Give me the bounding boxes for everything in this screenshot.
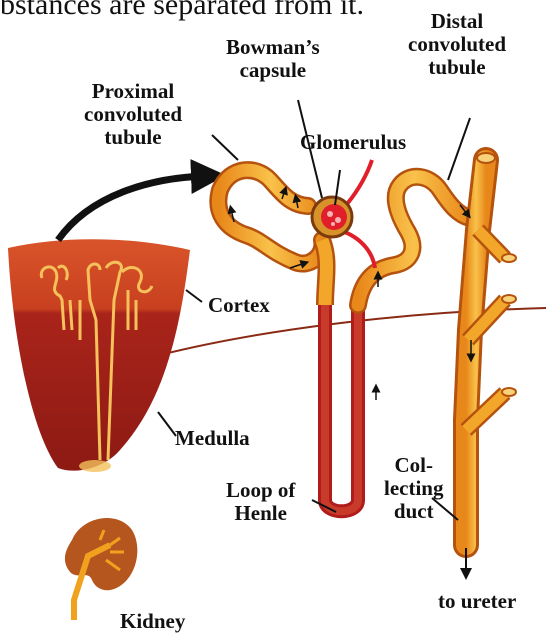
leader-proximal [212, 135, 238, 160]
label-loop-of-henle: Loop of Henle [226, 479, 295, 525]
label-distal-line1: Distal [408, 10, 506, 33]
label-proximal-line1: Proximal [84, 80, 182, 103]
label-bowmans-capsule: Bowman’s capsule [226, 36, 320, 82]
label-proximal-line3: tubule [84, 126, 182, 149]
label-collecting-line1: Col- [384, 454, 443, 477]
label-collecting-line3: duct [384, 500, 443, 523]
label-loop-line2: Henle [226, 502, 295, 525]
leader-medulla [158, 412, 176, 436]
collecting-duct [466, 153, 516, 545]
label-distal-line2: convoluted [408, 33, 506, 56]
label-loop-line1: Loop of [226, 479, 295, 502]
leader-distal [448, 118, 470, 180]
label-distal-line3: tubule [408, 56, 506, 79]
label-bowmans-line2: capsule [226, 59, 320, 82]
label-cortex: Cortex [208, 294, 270, 317]
label-proximal-tubule: Proximal convoluted tubule [84, 80, 182, 149]
label-bowmans-line1: Bowman’s [226, 36, 320, 59]
label-collecting-duct: Col- lecting duct [384, 454, 443, 523]
pointer-arrow [58, 176, 205, 240]
leader-cortex [186, 290, 202, 302]
label-glomerulus: Glomerulus [300, 131, 406, 154]
label-kidney: Kidney [120, 610, 185, 633]
kidney-illustration [65, 518, 137, 620]
label-distal-tubule: Distal convoluted tubule [408, 10, 506, 79]
loop-of-henle [325, 300, 358, 511]
label-medulla: Medulla [175, 427, 250, 450]
kidney-wedge [8, 239, 190, 472]
label-to-ureter: to ureter [438, 590, 516, 613]
label-proximal-line2: convoluted [84, 103, 182, 126]
label-collecting-line2: lecting [384, 477, 443, 500]
